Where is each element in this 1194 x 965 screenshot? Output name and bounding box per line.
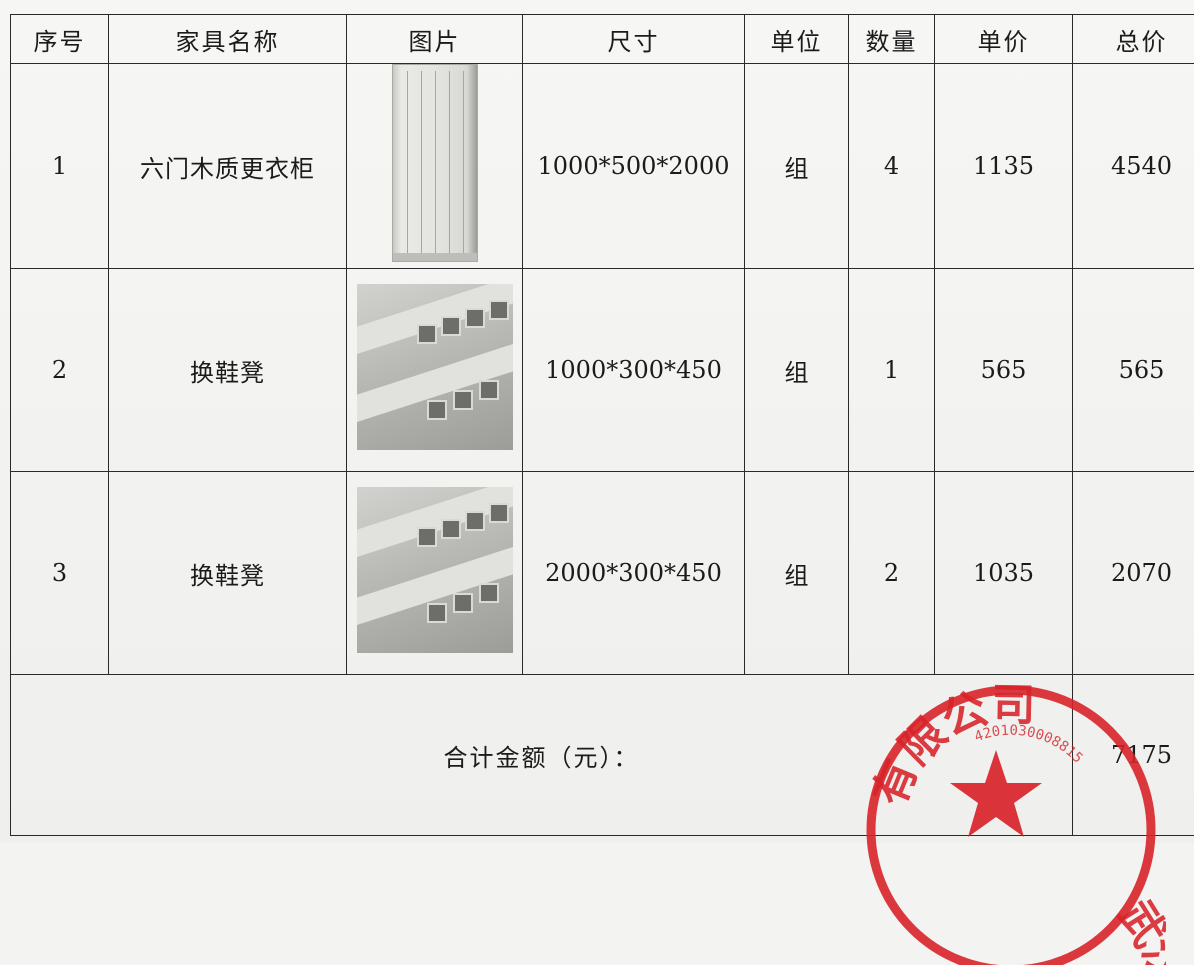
row-unit-price: 565 bbox=[935, 269, 1073, 472]
header-total-price: 总价 bbox=[1073, 15, 1194, 64]
table-row: 3 换鞋凳 2000*300*450 组 2 1035 2070 bbox=[11, 472, 1194, 675]
row-unit-price: 1135 bbox=[935, 64, 1073, 269]
quotation-sheet: 序号 家具名称 图片 尺寸 单位 数量 单价 总价 1 六门木质更衣柜 bbox=[0, 0, 1194, 843]
wardrobe-photo bbox=[392, 64, 478, 262]
header-furniture-name: 家具名称 bbox=[109, 15, 347, 64]
header-row: 序号 家具名称 图片 尺寸 单位 数量 单价 总价 bbox=[11, 15, 1194, 64]
header-quantity: 数量 bbox=[849, 15, 935, 64]
total-label: 合计金额（元）： bbox=[11, 675, 1073, 836]
row-name: 换鞋凳 bbox=[109, 472, 347, 675]
total-value: 7175 bbox=[1073, 675, 1194, 836]
furniture-quotation-table: 序号 家具名称 图片 尺寸 单位 数量 单价 总价 1 六门木质更衣柜 bbox=[10, 14, 1194, 836]
row-unit: 组 bbox=[745, 472, 849, 675]
row-name: 六门木质更衣柜 bbox=[109, 64, 347, 269]
row-total: 4540 bbox=[1073, 64, 1194, 269]
shoe-bench-photo bbox=[357, 284, 513, 450]
row-unit-price: 1035 bbox=[935, 472, 1073, 675]
header-size: 尺寸 bbox=[523, 15, 745, 64]
header-unit-price: 单价 bbox=[935, 15, 1073, 64]
row-image-cell bbox=[347, 64, 523, 269]
row-size: 1000*500*2000 bbox=[523, 64, 745, 269]
row-image-cell bbox=[347, 269, 523, 472]
table-row: 2 换鞋凳 1000*300*450 组 1 565 565 bbox=[11, 269, 1194, 472]
row-size: 1000*300*450 bbox=[523, 269, 745, 472]
header-unit: 单位 bbox=[745, 15, 849, 64]
row-unit: 组 bbox=[745, 64, 849, 269]
header-serial: 序号 bbox=[11, 15, 109, 64]
row-image-cell bbox=[347, 472, 523, 675]
row-serial: 1 bbox=[11, 64, 109, 269]
row-name: 换鞋凳 bbox=[109, 269, 347, 472]
row-total: 565 bbox=[1073, 269, 1194, 472]
row-size: 2000*300*450 bbox=[523, 472, 745, 675]
seal-partial-text: 武汉 bbox=[1109, 892, 1166, 965]
row-quantity: 2 bbox=[849, 472, 935, 675]
table-row: 1 六门木质更衣柜 1000*500*2000 组 4 1135 4540 bbox=[11, 64, 1194, 269]
row-serial: 2 bbox=[11, 269, 109, 472]
row-total: 2070 bbox=[1073, 472, 1194, 675]
row-serial: 3 bbox=[11, 472, 109, 675]
row-quantity: 1 bbox=[849, 269, 935, 472]
header-image: 图片 bbox=[347, 15, 523, 64]
row-unit: 组 bbox=[745, 269, 849, 472]
total-row: 合计金额（元）： 7175 bbox=[11, 675, 1194, 836]
shoe-bench-photo bbox=[357, 487, 513, 653]
row-quantity: 4 bbox=[849, 64, 935, 269]
